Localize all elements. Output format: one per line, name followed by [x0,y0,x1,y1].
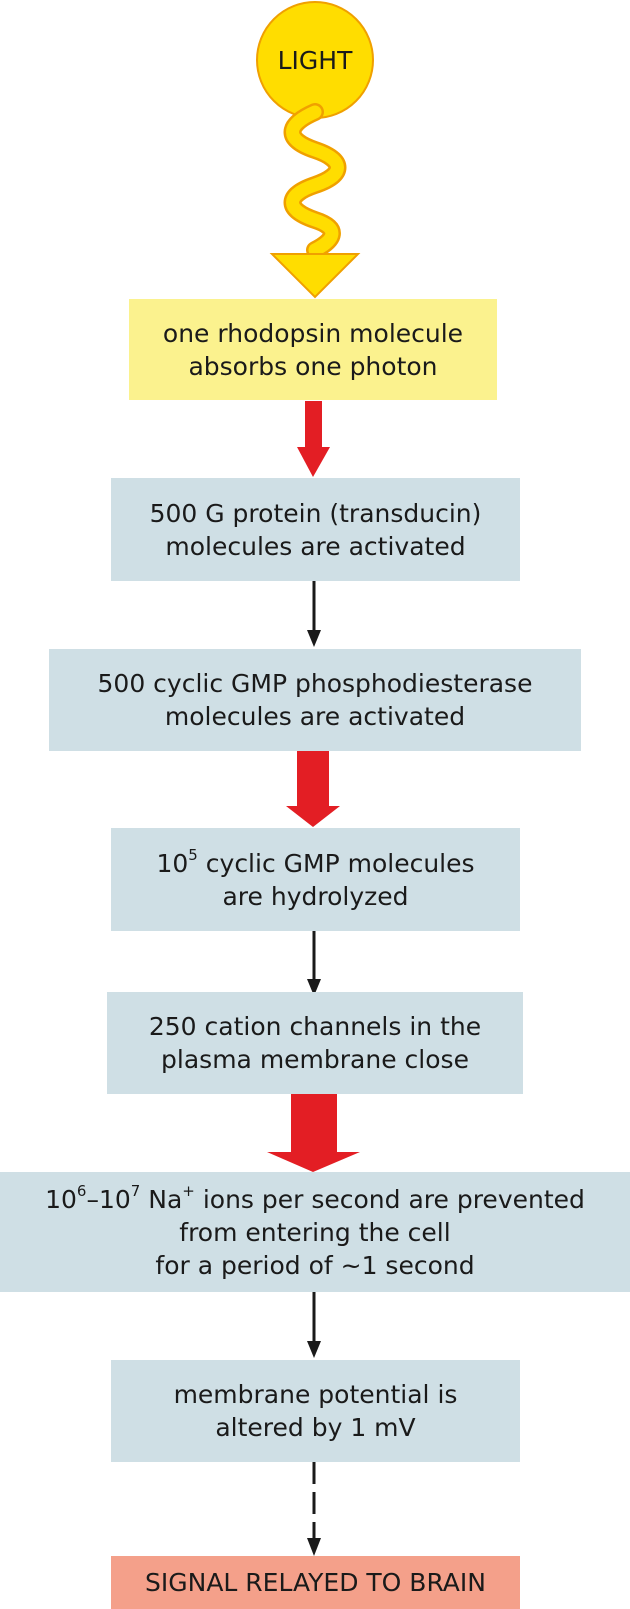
step-text-line: 500 G protein (transducin) [149,498,482,528]
step-text-line: for a period of ~1 second [155,1250,475,1280]
step-na-ions-box: 106–107 Na+ ions per second are prevente… [0,1172,630,1292]
step-text-line: are hydrolyzed [222,881,409,911]
step-text-line: 105 cyclic GMP molecules [156,846,475,878]
photon-arrowhead-icon [269,253,361,299]
amplify-arrow-3 [286,751,340,827]
step-text-line: 106–107 Na+ ions per second are prevente… [45,1182,585,1214]
step-text-line: 250 cation channels in the [148,1012,482,1041]
step-phosphodiesterase-box: 500 cyclic GMP phosphodiesterase molecul… [49,649,581,751]
amplify-arrow-5 [267,1094,360,1172]
step-text-line: plasma membrane close [161,1045,469,1074]
dashed-arrow-7 [307,1462,321,1556]
step-cation-channels-box: 250 cation channels in the plasma membra… [107,992,523,1094]
step-text-line: altered by 1 mV [215,1413,416,1442]
step-text-line: from entering the cell [179,1217,451,1247]
step-text-line: one rhodopsin molecule [162,318,464,348]
step-g-protein-box: 500 G protein (transducin) molecules are… [111,478,520,581]
step-text-line: membrane potential is [173,1380,458,1409]
step-membrane-potential-box: membrane potential is altered by 1 mV [111,1360,520,1462]
step-text-line: 500 cyclic GMP phosphodiesterase [97,669,533,698]
amplify-arrow-1 [297,401,330,477]
arrow-2 [307,581,321,647]
step-text-line: molecules are activated [165,531,466,561]
step-text-line: absorbs one photon [188,351,438,381]
arrow-4 [307,931,321,996]
step-rhodopsin-box: one rhodopsin molecule absorbs one photo… [129,299,497,400]
final-label: SIGNAL RELAYED TO BRAIN [145,1568,486,1597]
signal-relayed-box: SIGNAL RELAYED TO BRAIN [111,1556,520,1609]
step-text-line: molecules are activated [164,702,466,731]
arrow-6 [307,1292,321,1358]
light-label: LIGHT [277,46,353,75]
step-cgmp-hydrolyzed-box: 105 cyclic GMP molecules are hydrolyzed [111,828,520,931]
